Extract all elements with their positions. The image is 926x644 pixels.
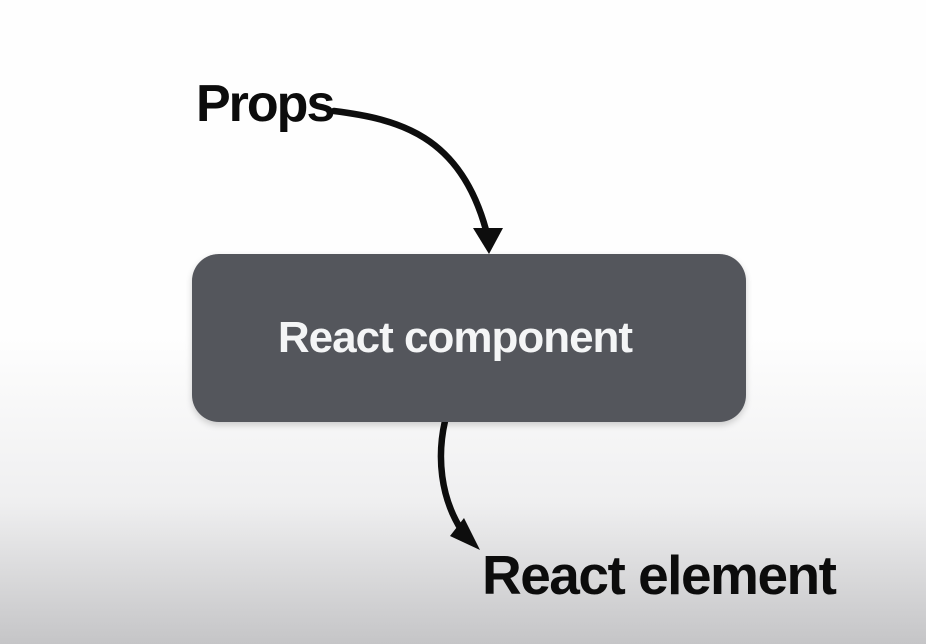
- props-arrow-curve: [330, 107, 490, 234]
- props-label: Props: [196, 75, 335, 133]
- arrowhead-down-right-icon: [450, 518, 480, 550]
- arrowhead-down-icon: [473, 228, 503, 254]
- component-to-element-arrow: [437, 417, 480, 550]
- react-element-label: React element: [482, 544, 837, 606]
- props-to-component-arrow: [330, 107, 503, 254]
- react-component-label: React component: [277, 313, 633, 362]
- element-arrow-curve: [437, 417, 466, 535]
- react-component-box: React component: [192, 254, 746, 422]
